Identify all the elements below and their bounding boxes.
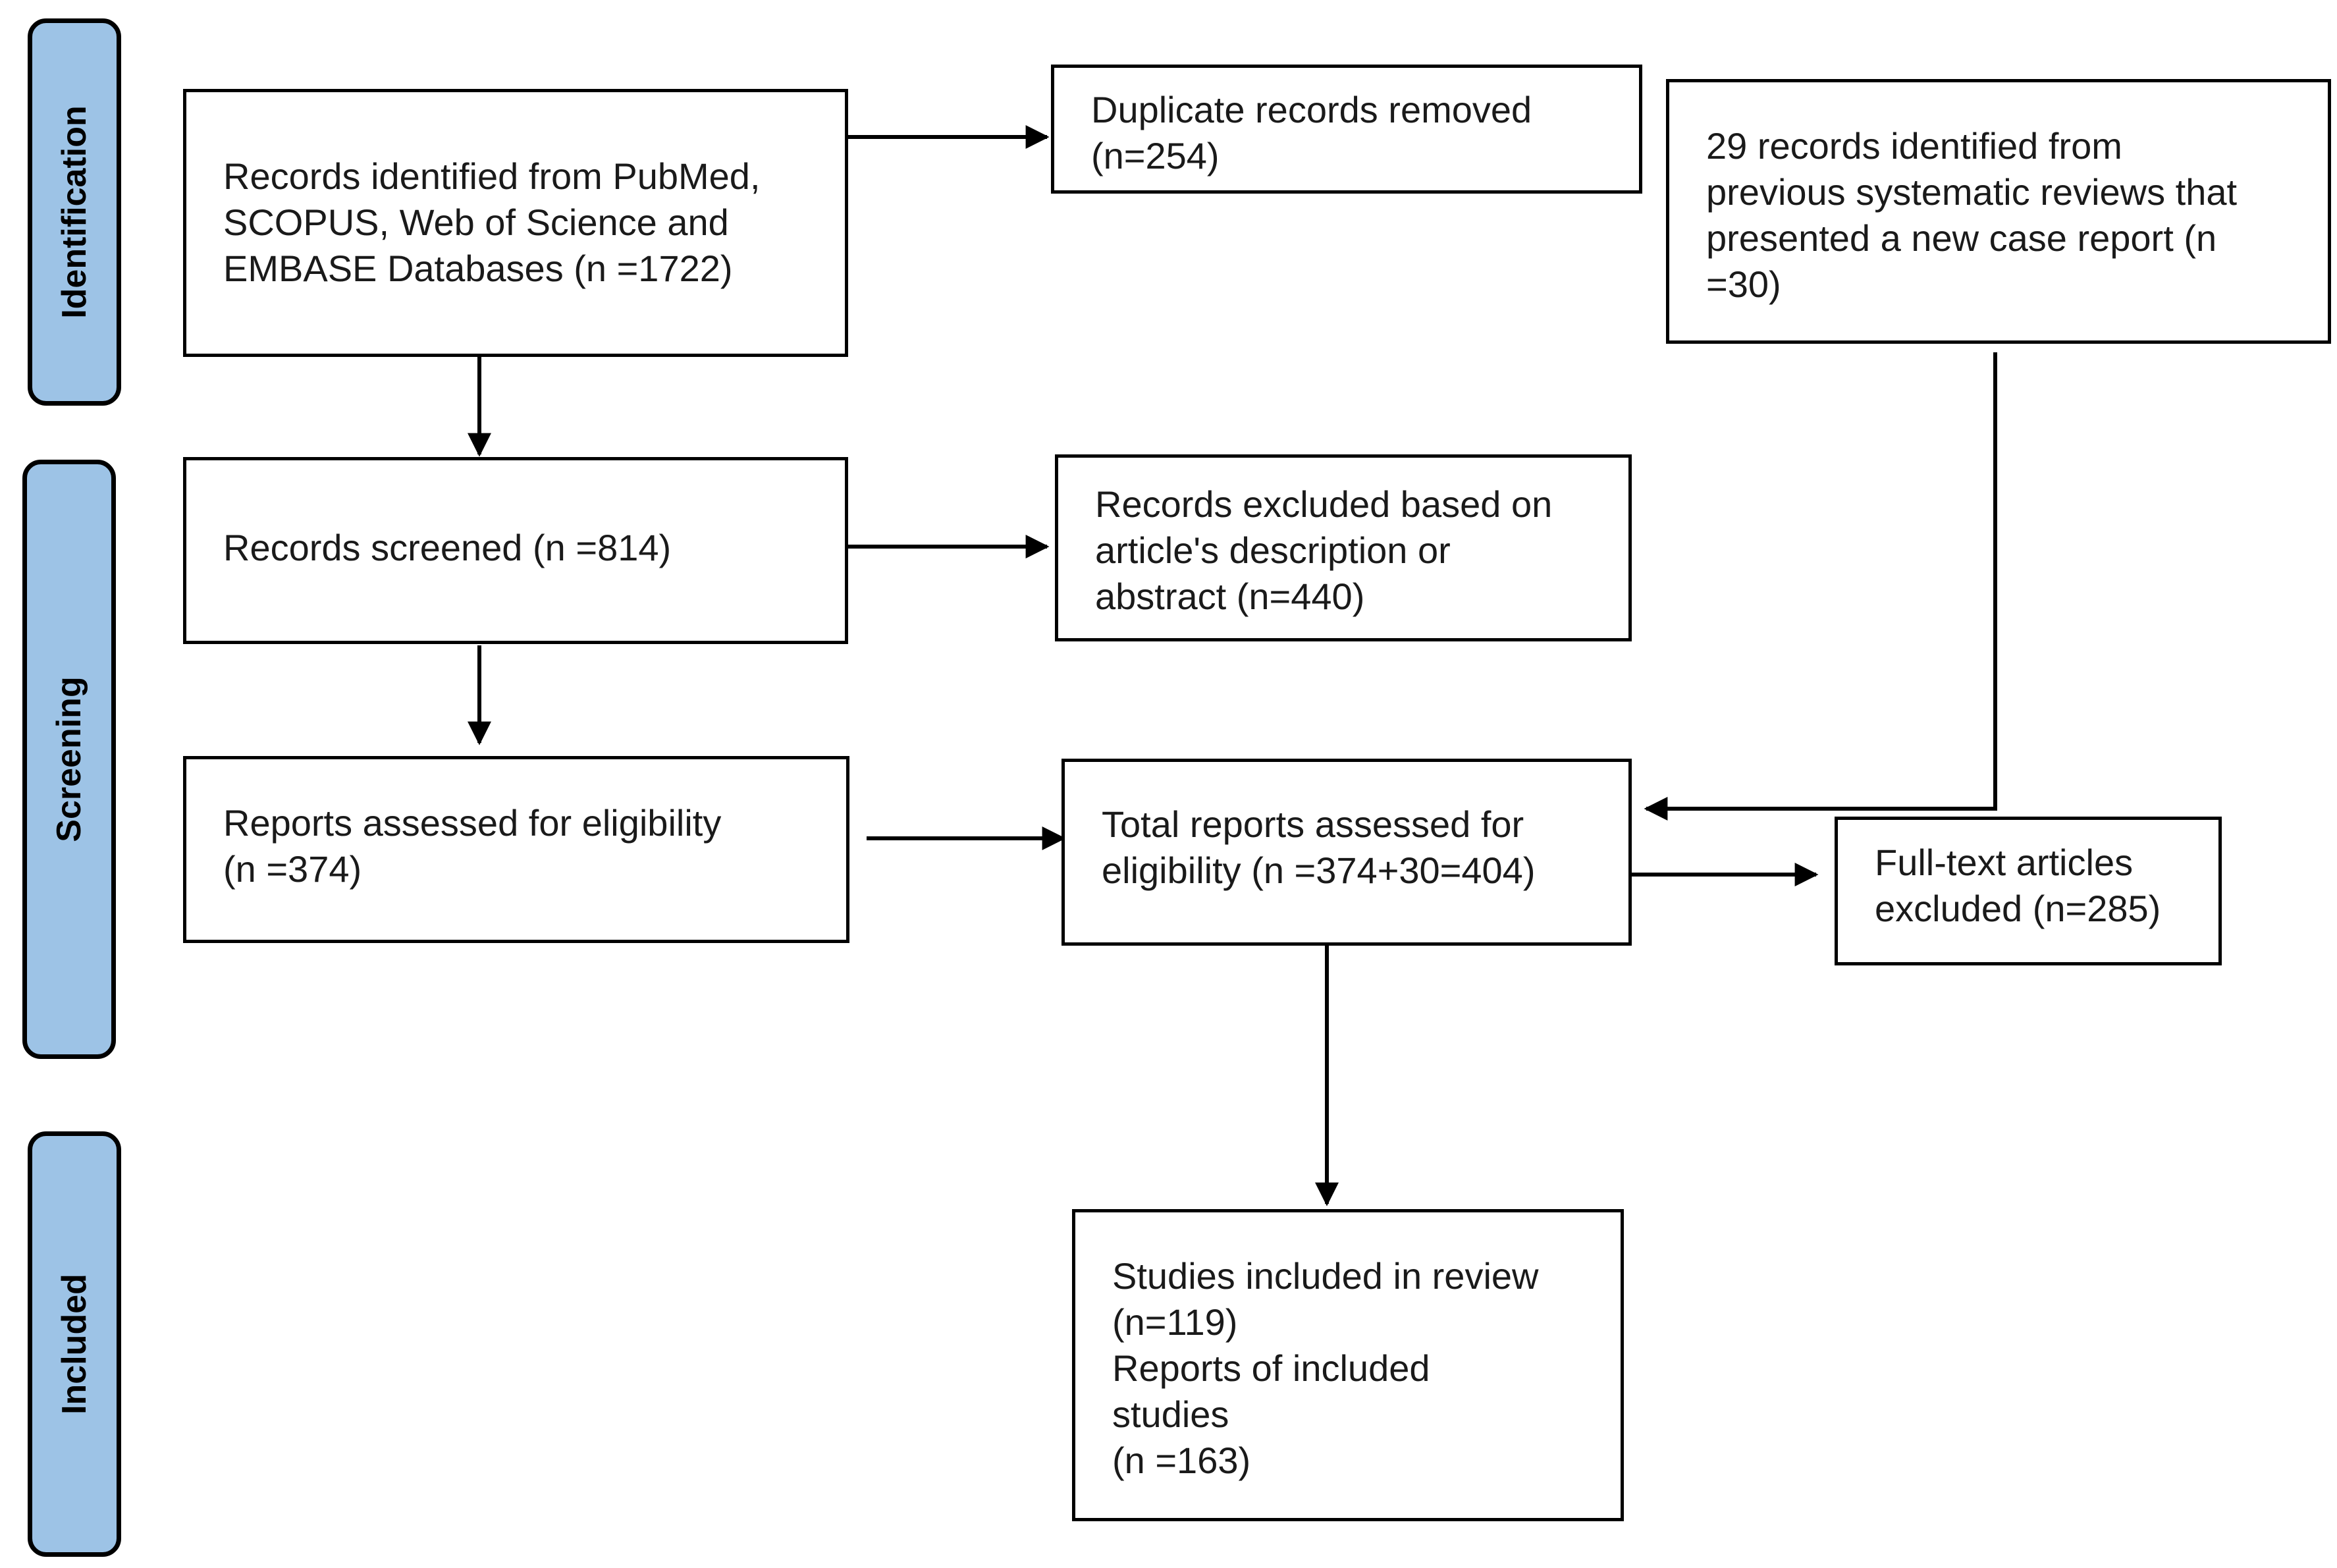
- records-excluded-line-2: article's description or: [1095, 529, 1451, 571]
- stage-identification: Identification: [28, 18, 121, 406]
- previous-reviews-line-2: previous systematic reviews that: [1706, 171, 2238, 213]
- reports-assessed-line-1: Reports assessed for eligibility: [223, 802, 722, 844]
- records-screened-line-1: Records screened (n =814): [223, 527, 672, 568]
- stage-screening: Screening: [22, 460, 116, 1059]
- box-records-excluded: Records excluded based on article's desc…: [1055, 454, 1632, 641]
- duplicates-removed-line-1: Duplicate records removed: [1091, 89, 1532, 130]
- studies-included-line-1: Studies included in review: [1112, 1255, 1539, 1297]
- previous-reviews-line-1: 29 records identified from: [1706, 125, 2122, 167]
- reports-assessed-line-2: (n =374): [223, 848, 362, 890]
- box-total-reports: Total reports assessed for eligibility (…: [1061, 759, 1632, 946]
- box-reports-assessed: Reports assessed for eligibility (n =374…: [183, 756, 849, 943]
- stage-label-screening: Screening: [50, 676, 88, 842]
- records-identified-line-3: EMBASE Databases (n =1722): [223, 248, 733, 289]
- box-records-identified: Records identified from PubMed, SCOPUS, …: [183, 89, 848, 357]
- studies-included-line-3: Reports of included: [1112, 1347, 1430, 1389]
- box-studies-included: Studies included in review (n=119) Repor…: [1072, 1209, 1624, 1521]
- stage-label-included: Included: [55, 1274, 94, 1415]
- records-identified-line-1: Records identified from PubMed,: [223, 155, 761, 197]
- stage-label-identification: Identification: [55, 105, 94, 319]
- duplicates-removed-line-2: (n=254): [1091, 135, 1220, 176]
- studies-included-line-5: (n =163): [1112, 1440, 1251, 1481]
- total-reports-line-1: Total reports assessed for: [1102, 803, 1524, 845]
- previous-reviews-line-3: presented a new case report (n: [1706, 217, 2217, 259]
- studies-included-line-2: (n=119): [1112, 1301, 1238, 1343]
- records-excluded-line-1: Records excluded based on: [1095, 483, 1553, 525]
- fulltext-excluded-line-1: Full-text articles: [1875, 842, 2134, 883]
- box-previous-reviews: 29 records identified from previous syst…: [1666, 79, 2331, 344]
- records-excluded-line-3: abstract (n=440): [1095, 576, 1365, 617]
- total-reports-line-2: eligibility (n =374+30=404): [1102, 850, 1536, 891]
- arrow-previous-reviews-to-total: [1644, 352, 1997, 821]
- stage-included: Included: [28, 1131, 121, 1557]
- fulltext-excluded-line-2: excluded (n=285): [1875, 888, 2161, 929]
- studies-included-line-4: studies: [1112, 1393, 1229, 1435]
- box-fulltext-excluded: Full-text articles excluded (n=285): [1835, 817, 2222, 965]
- previous-reviews-line-4: =30): [1706, 263, 1781, 305]
- box-duplicates-removed: Duplicate records removed (n=254): [1051, 65, 1642, 194]
- box-records-screened: Records screened (n =814): [183, 457, 848, 644]
- records-identified-line-2: SCOPUS, Web of Science and: [223, 202, 729, 243]
